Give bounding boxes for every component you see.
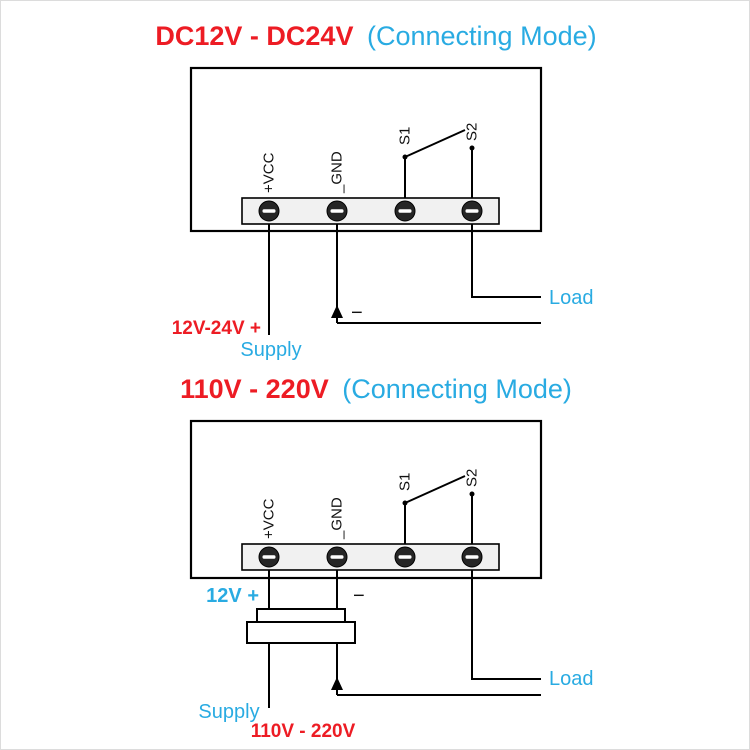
dc-title: DC12V - DC24V (Connecting Mode) — [1, 21, 749, 51]
dc-title-mode: (Connecting Mode) — [366, 21, 597, 51]
ac-device-outline — [189, 419, 543, 580]
dc-screw-terminals — [258, 200, 483, 222]
ac-terminal-block — [241, 543, 500, 571]
dc-minus-label: − — [351, 302, 363, 324]
terminal-label-s1: S1 — [397, 127, 414, 145]
ac-wiring — [246, 570, 541, 708]
terminal-label-s1: S1 — [397, 473, 414, 491]
terminal-label-gnd: _GND — [329, 151, 346, 194]
screw-slot — [330, 555, 344, 559]
screw-slot — [465, 555, 479, 559]
dc-supply-polarity-label: 12V-24V + — [172, 318, 261, 339]
dc-terminal-block — [241, 197, 500, 225]
ac-title: 110V - 220V (Connecting Mode) — [1, 374, 749, 404]
terminal-label-vcc: +VCC — [261, 498, 278, 539]
ac-load-label: Load — [549, 668, 594, 690]
screw-slot — [330, 209, 344, 213]
screw-slot — [262, 209, 276, 213]
ac-minus-label: − — [353, 585, 365, 607]
dc-diagram: +VCC _GND S1 S2 12V-24V + Su — [172, 66, 594, 361]
power-adapter — [246, 608, 356, 644]
terminal-label-s2: S2 — [464, 123, 481, 141]
ac-screw-terminals — [258, 546, 483, 568]
dc-relay-switch — [402, 129, 475, 198]
terminal-label-vcc: +VCC — [261, 152, 278, 193]
ac-load-wire — [471, 570, 541, 680]
dc-load-wire — [471, 224, 541, 298]
screw-slot — [398, 555, 412, 559]
ac-relay-switch — [402, 475, 475, 544]
dc-supply-label: Supply — [240, 339, 301, 361]
screw-slot — [465, 209, 479, 213]
screw-slot — [262, 555, 276, 559]
ac-title-mode: (Connecting Mode) — [342, 374, 572, 404]
ac-supply-label: Supply — [198, 701, 259, 723]
dc-title-voltage: DC12V - DC24V — [155, 21, 354, 51]
terminal-label-s2: S2 — [464, 469, 481, 487]
screw-slot — [398, 209, 412, 213]
ac-12v-plus-label: 12V + — [206, 585, 259, 607]
dc-junction-arrow-icon — [331, 305, 343, 318]
terminal-label-gnd: _GND — [329, 497, 346, 540]
dc-device-outline — [189, 66, 543, 233]
dc-wiring — [268, 224, 541, 335]
ac-title-voltage: 110V - 220V — [180, 374, 329, 404]
ac-diagram: +VCC _GND S1 S2 — [189, 419, 594, 742]
ac-junction-arrow-icon — [331, 677, 343, 690]
ac-supply-voltage-label: 110V - 220V — [251, 721, 356, 742]
dc-load-label: Load — [549, 287, 594, 309]
